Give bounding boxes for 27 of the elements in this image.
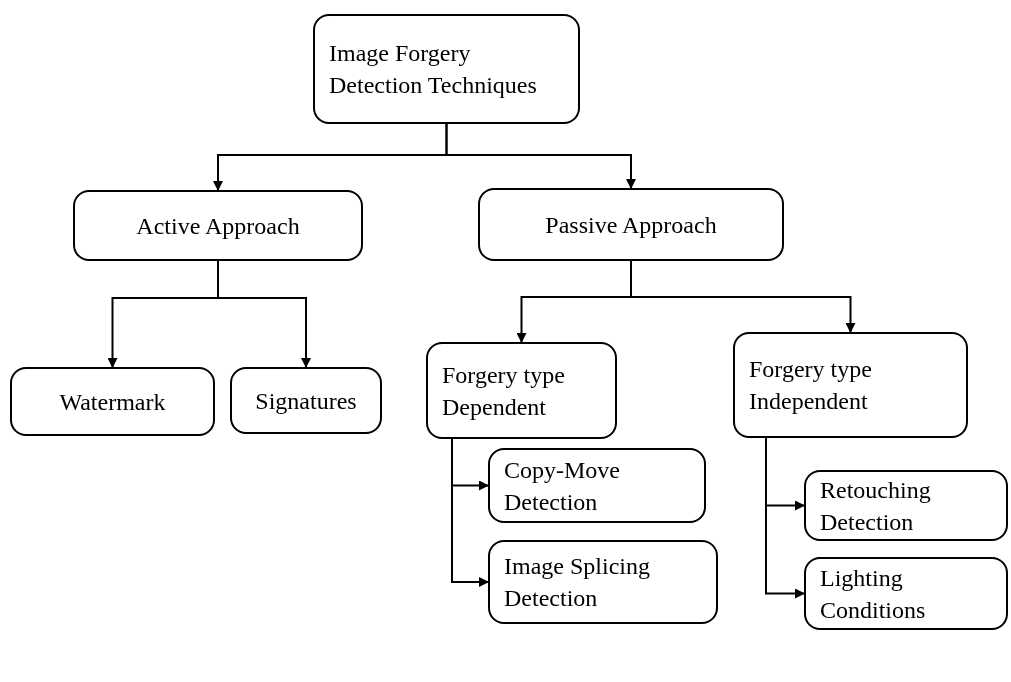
rounded-box — [488, 540, 718, 624]
rounded-box — [488, 448, 706, 523]
rounded-box — [426, 342, 617, 439]
node-label: Lighting Conditions — [820, 563, 927, 625]
rounded-box — [313, 14, 580, 124]
node-label: Copy-Move Detection — [504, 455, 621, 517]
rounded-box — [804, 557, 1008, 630]
rounded-box — [478, 188, 784, 261]
arrow — [451, 438, 489, 587]
node-label: Watermark — [59, 387, 166, 417]
node-label: Signatures — [255, 386, 357, 416]
node-label: Image Forgery Detection Techniques — [329, 39, 538, 100]
rounded-box — [804, 470, 1008, 541]
node-label: Forgery type Independent — [749, 355, 873, 416]
arrow — [217, 260, 311, 368]
arrow — [630, 260, 856, 333]
node-label: Image Splicing Detection — [504, 552, 651, 613]
arrow — [445, 123, 636, 189]
arrow — [765, 437, 805, 599]
node-label: Forgery type Dependent — [442, 360, 566, 422]
rounded-box — [10, 367, 215, 436]
node-label: Active Approach — [136, 211, 300, 241]
rounded-box — [230, 367, 382, 434]
node-label: Passive Approach — [545, 210, 717, 240]
node-label: Retouching Detection — [820, 475, 932, 537]
rounded-box — [733, 332, 968, 438]
rounded-box — [73, 190, 363, 261]
